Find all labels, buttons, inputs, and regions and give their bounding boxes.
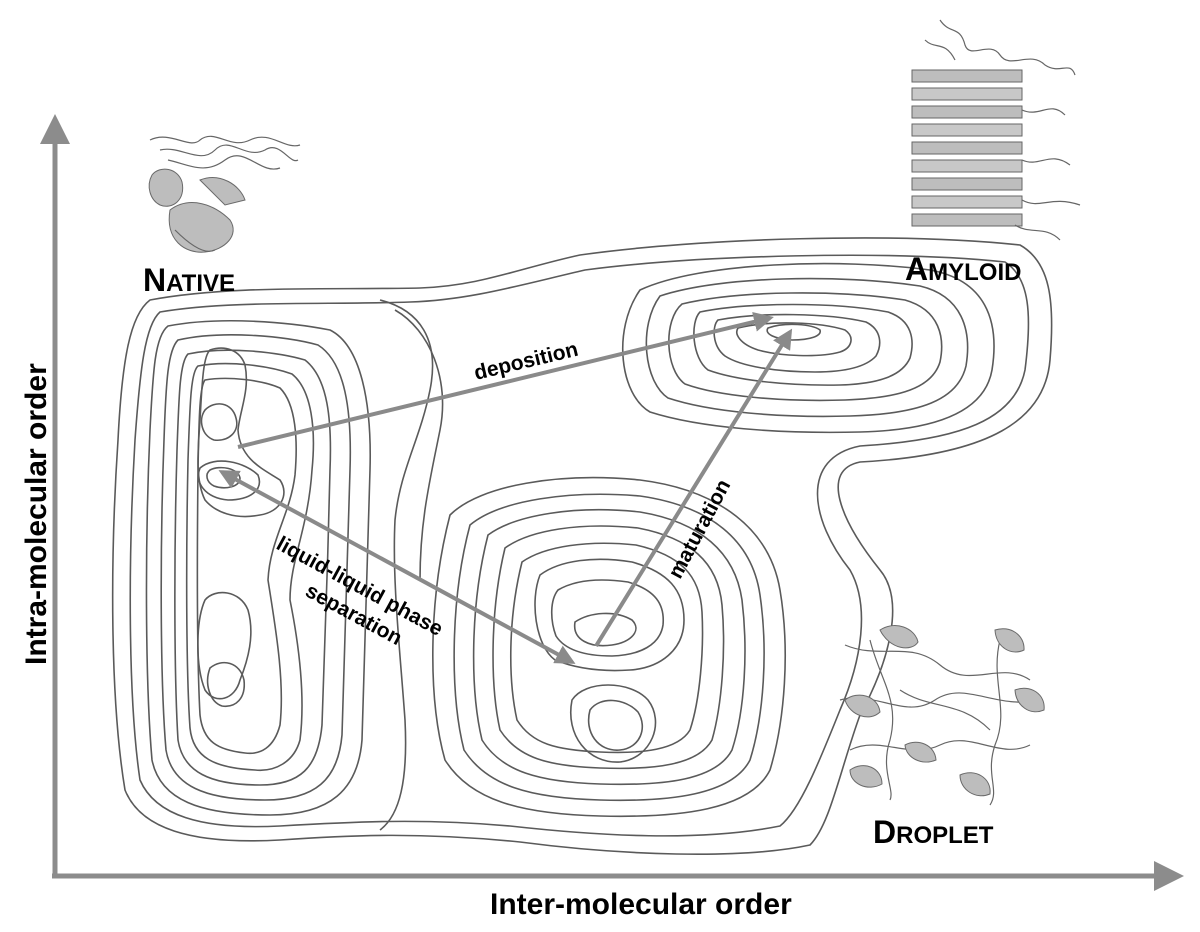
contour-native-3 bbox=[145, 319, 372, 816]
contour-outer-2 bbox=[129, 254, 1030, 837]
contour-amyloid-7 bbox=[766, 323, 821, 341]
contour-ridge-2 bbox=[394, 309, 444, 581]
contour-amyloid-6 bbox=[736, 322, 852, 357]
protein-droplet-icon bbox=[839, 625, 1045, 806]
contour-droplet-5 bbox=[509, 542, 704, 754]
contour-droplet-1 bbox=[432, 476, 787, 818]
maturation-arrow bbox=[594, 328, 793, 648]
contour-map bbox=[111, 237, 1053, 856]
native-label: NATIVE bbox=[143, 262, 235, 298]
transition-arrows bbox=[218, 312, 793, 664]
contour-amyloid-1 bbox=[622, 262, 995, 434]
contour-native-6 bbox=[185, 362, 315, 772]
contour-droplet-4 bbox=[492, 525, 725, 770]
llps-arrow bbox=[218, 470, 576, 664]
contour-native-12 bbox=[197, 591, 252, 700]
contour-amyloid-4 bbox=[693, 303, 913, 386]
contour-droplet-3 bbox=[472, 508, 746, 786]
amyloid-fibril-icon bbox=[911, 19, 1081, 241]
contour-amyloid-5 bbox=[713, 313, 881, 373]
contour-droplet-7 bbox=[550, 579, 665, 657]
contour-droplet-2 bbox=[453, 493, 765, 802]
deposition-arrow bbox=[237, 312, 774, 449]
x-axis-label: Inter-molecular order bbox=[490, 888, 792, 921]
contour-droplet-10 bbox=[570, 684, 657, 763]
native-structure-icon bbox=[148, 135, 301, 253]
contour-native-8 bbox=[197, 347, 285, 518]
amyloid-label: AMYLOID bbox=[905, 251, 1021, 287]
contour-ridge-1 bbox=[379, 299, 434, 831]
axes bbox=[40, 114, 1184, 891]
contour-native-9 bbox=[200, 403, 238, 442]
contour-outer-1 bbox=[111, 237, 1053, 856]
contour-droplet-9 bbox=[587, 699, 644, 751]
contour-amyloid-3 bbox=[668, 292, 943, 402]
contour-native-4 bbox=[160, 334, 352, 801]
y-axis-label: Intra-molecular order bbox=[20, 363, 53, 665]
contour-droplet-8 bbox=[574, 612, 637, 647]
droplet-label: DROPLET bbox=[873, 814, 994, 850]
contour-native-5 bbox=[174, 349, 332, 786]
contour-amyloid-2 bbox=[645, 277, 969, 418]
contour-native-7 bbox=[196, 377, 297, 755]
